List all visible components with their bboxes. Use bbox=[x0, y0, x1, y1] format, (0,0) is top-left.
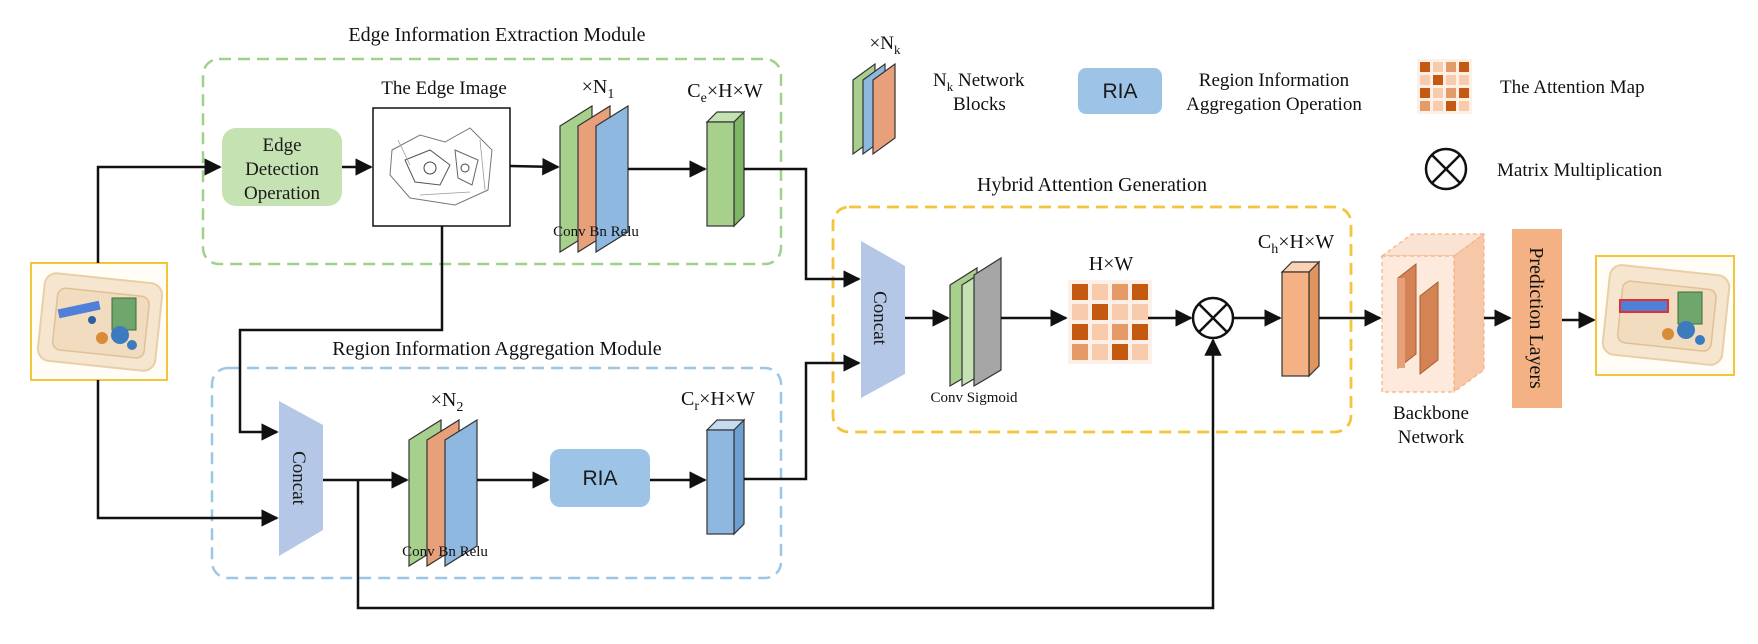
grid-cell bbox=[1072, 304, 1088, 320]
edge-feature-label: Ce×H×W bbox=[687, 80, 763, 106]
edge-detection-line2: Detection bbox=[245, 159, 319, 180]
prediction-layers-node bbox=[1512, 229, 1562, 408]
edge-module-title: Edge Information Extraction Module bbox=[348, 24, 645, 46]
region-conv-blocks bbox=[408, 418, 478, 568]
legend-ria-line2: Aggregation Operation bbox=[1186, 94, 1362, 115]
grid-cell bbox=[1072, 284, 1088, 300]
grid-cell bbox=[1446, 88, 1456, 98]
matrix-mult-node bbox=[1191, 296, 1235, 340]
region-module-boundary bbox=[210, 366, 783, 580]
grid-cell bbox=[1433, 62, 1443, 72]
edge-blocks-caption: Conv Bn Relu bbox=[553, 224, 639, 240]
legend-blocks-multiplier: ×Nk bbox=[870, 33, 901, 57]
grid-cell bbox=[1420, 88, 1430, 98]
legend-matrix-mult-label: Matrix Multiplication bbox=[1497, 160, 1663, 181]
hybrid-concat-label: Concat bbox=[869, 291, 890, 346]
grid-cell bbox=[1112, 284, 1128, 300]
grid-cell bbox=[1446, 62, 1456, 72]
legend-ria-line1: Region Information bbox=[1199, 70, 1350, 91]
grid-cell bbox=[1433, 101, 1443, 111]
grid-cell bbox=[1132, 344, 1148, 360]
edge-detection-node bbox=[222, 128, 342, 206]
legend-network-blocks bbox=[852, 62, 896, 156]
region-concat-label: Concat bbox=[288, 451, 309, 506]
input-xray-image bbox=[30, 262, 168, 381]
sigmoid-caption: Conv Sigmoid bbox=[930, 390, 1018, 406]
grid-cell bbox=[1433, 88, 1443, 98]
arrow-image-to-region-concat bbox=[238, 226, 444, 441]
grid-cell bbox=[1072, 344, 1088, 360]
edge-conv-blocks bbox=[559, 104, 629, 254]
grid-cell bbox=[1459, 88, 1469, 98]
backbone-label-line1: Backbone bbox=[1393, 403, 1469, 424]
backbone-label-line2: Network bbox=[1398, 427, 1465, 448]
grid-cell bbox=[1446, 101, 1456, 111]
grid-cell bbox=[1132, 304, 1148, 320]
hybrid-module-title: Hybrid Attention Generation bbox=[977, 174, 1207, 196]
ria-node-label: RIA bbox=[582, 467, 617, 490]
hybrid-concat-node bbox=[861, 241, 905, 398]
region-module-title: Region Information Aggregation Module bbox=[332, 338, 662, 360]
grid-cell bbox=[1433, 75, 1443, 85]
hybrid-feature-block bbox=[1280, 260, 1321, 378]
hybrid-module-boundary bbox=[831, 205, 1353, 434]
grid-cell bbox=[1459, 101, 1469, 111]
arrow-edge-feature-to-hybrid-concat bbox=[744, 167, 861, 288]
grid-cell bbox=[1112, 324, 1128, 340]
sigmoid-blocks bbox=[949, 256, 1002, 388]
hybrid-feature-label: Ch×H×W bbox=[1258, 231, 1334, 257]
grid-cell bbox=[1446, 75, 1456, 85]
edge-blocks-multiplier: ×N1 bbox=[582, 76, 615, 102]
legend-attention-map-label: The Attention Map bbox=[1500, 77, 1645, 98]
grid-cell bbox=[1132, 284, 1148, 300]
region-blocks-caption: Conv Bn Relu bbox=[402, 544, 488, 560]
prediction-layers-label: Prediction Layers bbox=[1525, 247, 1547, 389]
legend-attention-map-icon bbox=[1417, 59, 1472, 114]
edge-detection-line1: Edge bbox=[262, 135, 301, 156]
arrow-input-to-edge bbox=[96, 158, 222, 263]
backbone-network-node bbox=[1380, 232, 1486, 394]
arrow-image-to-blocks bbox=[509, 157, 560, 176]
grid-cell bbox=[1459, 62, 1469, 72]
region-feature-label: Cr×H×W bbox=[681, 388, 755, 414]
arrow-skip-to-mult bbox=[356, 338, 1222, 610]
legend-ria-badge bbox=[1078, 68, 1162, 114]
grid-cell bbox=[1420, 62, 1430, 72]
grid-cell bbox=[1420, 101, 1430, 111]
legend-blocks-line2: Blocks bbox=[953, 94, 1006, 115]
attention-size-label: H×W bbox=[1089, 253, 1134, 275]
arrow-input-to-region-concat bbox=[96, 380, 279, 527]
grid-cell bbox=[1112, 304, 1128, 320]
attention-map-grid bbox=[1068, 280, 1152, 364]
grid-cell bbox=[1459, 75, 1469, 85]
grid-cell bbox=[1072, 324, 1088, 340]
grid-cell bbox=[1092, 344, 1108, 360]
edge-detection-line3: Operation bbox=[244, 183, 320, 204]
legend-blocks-line1: Nk Network bbox=[933, 70, 1025, 94]
grid-cell bbox=[1420, 75, 1430, 85]
legend-matrix-mult-icon bbox=[1424, 147, 1468, 191]
ria-node bbox=[550, 449, 650, 507]
edge-image-label: The Edge Image bbox=[381, 78, 507, 99]
edge-feature-block bbox=[705, 110, 746, 228]
edge-image bbox=[372, 107, 511, 227]
grid-cell bbox=[1132, 324, 1148, 340]
arrow-region-feature-to-hybrid-concat bbox=[744, 354, 861, 481]
grid-cell bbox=[1092, 284, 1108, 300]
edge-module-boundary bbox=[201, 57, 783, 266]
connections bbox=[96, 157, 1596, 610]
output-xray-image bbox=[1595, 255, 1735, 376]
region-blocks-multiplier: ×N2 bbox=[431, 389, 464, 415]
grid-cell bbox=[1112, 344, 1128, 360]
grid-cell bbox=[1092, 304, 1108, 320]
region-feature-block bbox=[705, 418, 746, 536]
legend-ria-badge-label: RIA bbox=[1102, 80, 1137, 103]
region-concat-node bbox=[279, 401, 323, 556]
grid-cell bbox=[1092, 324, 1108, 340]
